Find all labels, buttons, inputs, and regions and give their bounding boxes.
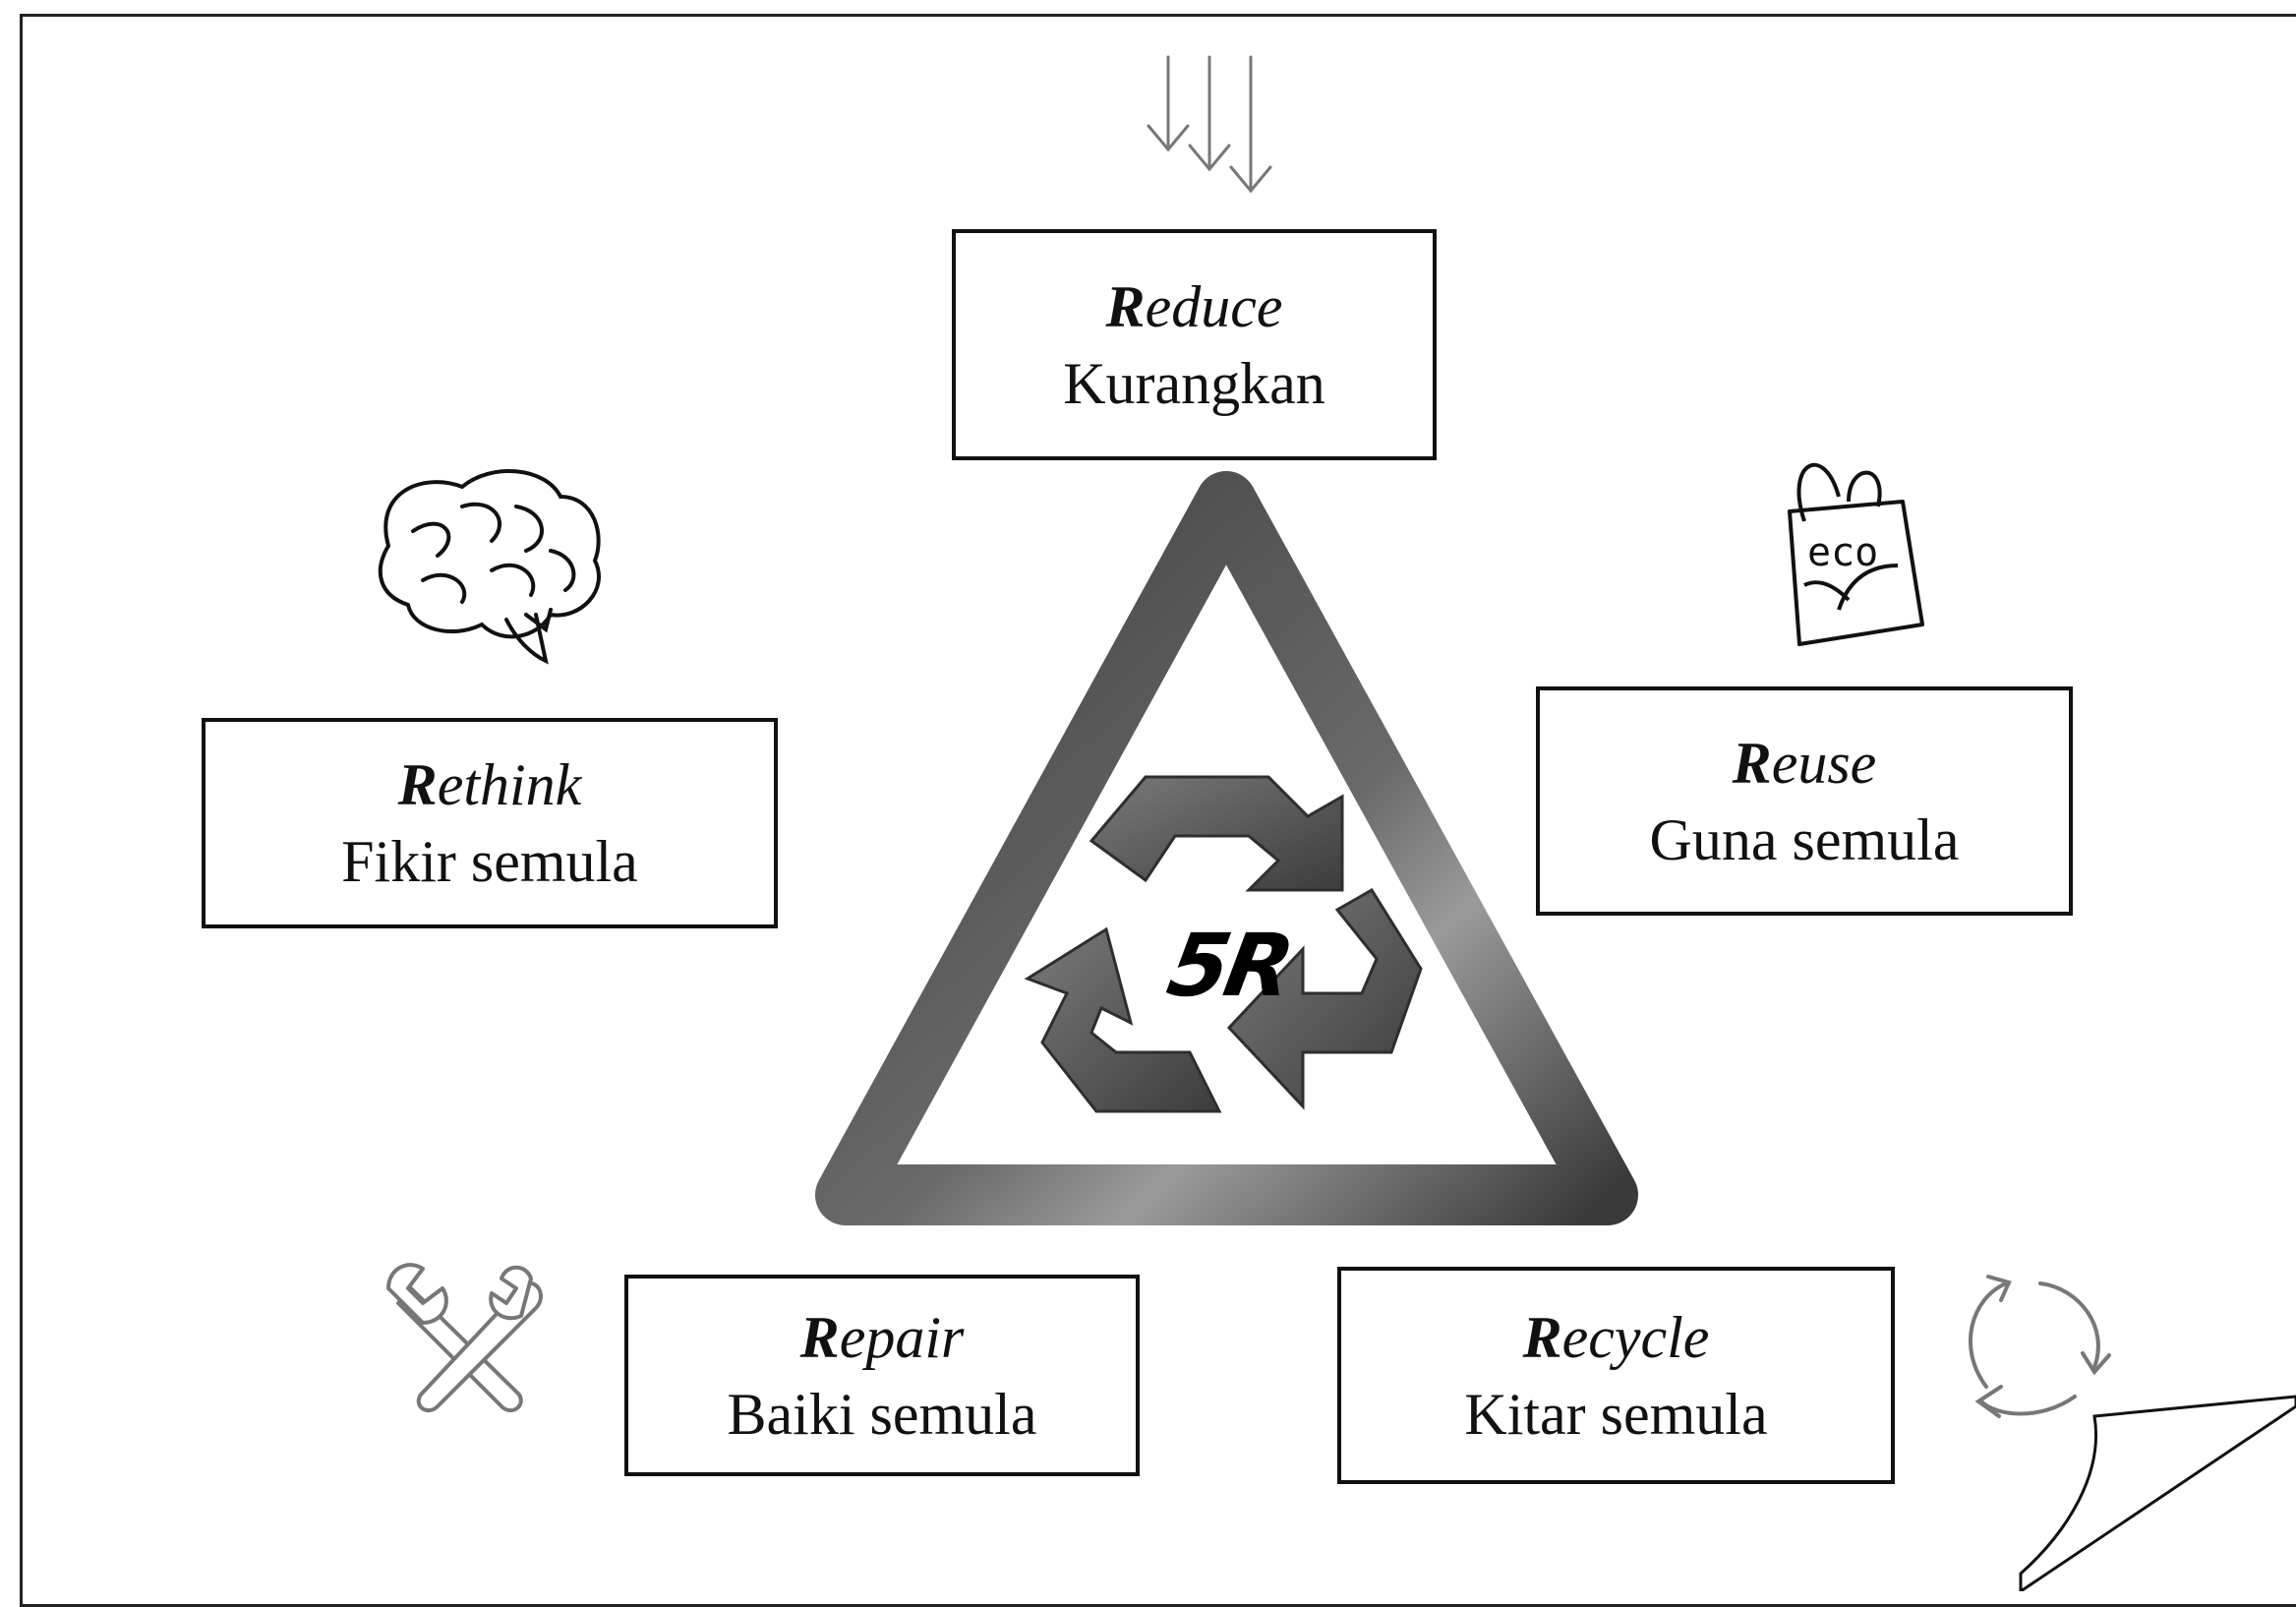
reduce-initial: R — [1105, 273, 1146, 339]
repair-translation: Baiki semula — [727, 1381, 1037, 1447]
reduce-box: Reduce Kurangkan — [952, 229, 1437, 460]
recycle-title: ecycle — [1561, 1304, 1710, 1370]
down-arrows-icon — [1147, 55, 1272, 194]
reduce-translation: Kurangkan — [1063, 350, 1325, 416]
reuse-title: euse — [1771, 730, 1877, 796]
recycle-translation: Kitar semula — [1464, 1381, 1768, 1447]
eco-bag-text: eco — [1807, 530, 1878, 575]
recycle-box: Recycle Kitar semula — [1337, 1267, 1895, 1484]
repair-box: Repair Baiki semula — [624, 1275, 1140, 1476]
rethink-translation: Fikir semula — [341, 829, 638, 894]
eco-bag-icon: eco — [1788, 462, 1924, 646]
warning-triangle — [815, 471, 1638, 1225]
rethink-box: Rethink Fikir semula — [202, 718, 778, 928]
reuse-translation: Guna semula — [1649, 806, 1960, 872]
reuse-box: Reuse Guna semula — [1536, 686, 2073, 916]
brain-icon — [378, 469, 601, 665]
center-5r-label: 5R — [1160, 915, 1298, 1016]
repair-initial: R — [799, 1304, 840, 1370]
page-curl-icon — [2019, 1395, 2296, 1591]
recycle-initial: R — [1522, 1304, 1562, 1370]
rethink-initial: R — [397, 752, 438, 817]
rethink-title: ethink — [437, 752, 582, 817]
wrench-tools-icon — [386, 1263, 543, 1413]
recycle-symbol-icon — [1024, 775, 1423, 1113]
repair-title: epair — [839, 1304, 965, 1370]
reuse-initial: R — [1732, 730, 1772, 796]
circular-arrows-icon — [1969, 1275, 2111, 1418]
reduce-title: educe — [1145, 273, 1283, 339]
